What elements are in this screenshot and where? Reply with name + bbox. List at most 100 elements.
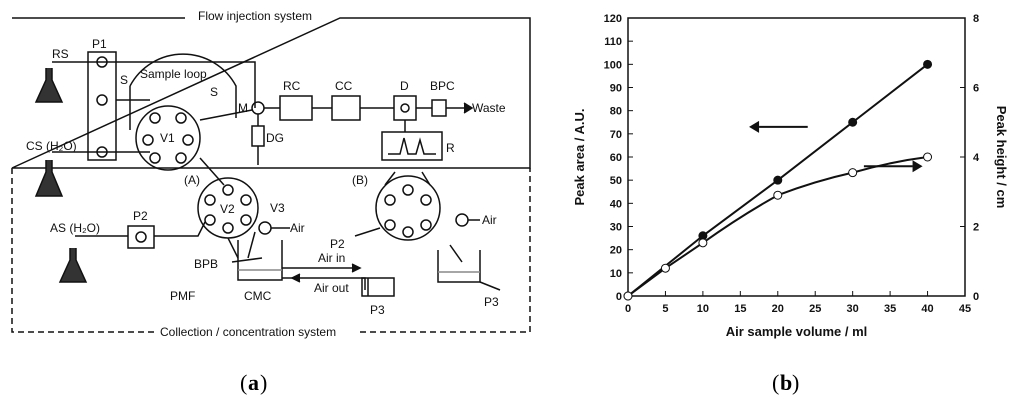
caption-b-letter: b (780, 370, 792, 395)
x-tick-label: 5 (662, 303, 668, 315)
y2-axis-label: Peak height / cm (994, 106, 1009, 209)
label-v1: V1 (160, 131, 175, 145)
label-bpc: BPC (430, 79, 455, 93)
y2-tick-label: 2 (973, 222, 979, 234)
flask-cs (34, 160, 64, 197)
y-tick-label: 40 (610, 198, 622, 210)
label-rc: RC (283, 79, 301, 93)
label-d: D (400, 79, 409, 93)
bpc (431, 99, 447, 117)
y-tick-label: 80 (610, 106, 622, 118)
peak-height-point (773, 190, 783, 200)
chart-marks (623, 59, 933, 301)
peak-area-point (848, 117, 858, 127)
y-tick-label: 90 (610, 83, 622, 95)
peak-area-point (773, 175, 783, 185)
y-tick-label: 0 (616, 291, 622, 303)
label-pmf: PMF (170, 289, 195, 303)
label-cmc: CMC (244, 289, 272, 303)
label-cs: CS (H₂O) (26, 139, 77, 153)
valve-b (375, 175, 441, 241)
y2-tick-label: 6 (973, 83, 979, 95)
y-tick-label: 30 (610, 222, 622, 234)
y-tick-label: 120 (604, 13, 622, 25)
label-p2-right: P2 (330, 237, 345, 251)
label-bpb: BPB (194, 257, 218, 271)
x-tick-label: 30 (847, 303, 859, 315)
x-tick-label: 20 (772, 303, 784, 315)
x-tick-label: 15 (734, 303, 746, 315)
mixer-m (251, 101, 265, 115)
label-waste: Waste (472, 101, 506, 115)
arrow-left-head (749, 120, 760, 133)
degasser-dg (251, 125, 265, 147)
rc-coil (279, 95, 313, 121)
x-axis-label: Air sample volume / ml (726, 324, 868, 339)
flow-injection-diagram: Flow injection system Collection / conce… (11, 9, 531, 395)
label-air-out: Air out (314, 281, 349, 295)
label-s-left: S (120, 73, 128, 87)
x-tick-label: 40 (921, 303, 933, 315)
label-dg: DG (266, 131, 284, 145)
x-tick-label: 45 (959, 303, 971, 315)
recorder-r (381, 131, 443, 161)
caption-a-letter: a (248, 370, 259, 395)
label-s-right: S (210, 85, 218, 99)
label-p2-left: P2 (133, 209, 148, 223)
y-tick-label: 20 (610, 245, 622, 257)
label-cc: CC (335, 79, 353, 93)
label-v3: V3 (270, 201, 285, 215)
label-v2: V2 (220, 202, 235, 216)
label-collection-system: Collection / concentration system (160, 325, 336, 339)
label-p3-mid: P3 (370, 303, 385, 317)
collection-box (11, 168, 531, 333)
p2-pump-left (127, 225, 155, 249)
peak-height-point (848, 168, 858, 178)
peak-height-point (660, 263, 670, 273)
v1-valve (135, 105, 201, 171)
peak-height-point (623, 291, 633, 301)
p3-pump-mid (361, 277, 395, 297)
label-air-2: Air (482, 213, 497, 227)
label-p3-right: P3 (484, 295, 499, 309)
p1-pump (87, 51, 117, 161)
caption-b-close: ) (792, 370, 799, 395)
arrow-right-head (912, 160, 923, 173)
peak-height-point (923, 152, 933, 162)
detector-d (393, 95, 417, 121)
label-m: M (238, 101, 248, 115)
label-rs: RS (52, 47, 69, 61)
label-as: AS (H₂O) (50, 221, 100, 235)
y-tick-label: 100 (604, 59, 622, 71)
x-tick-label: 10 (697, 303, 709, 315)
caption-a-close: ) (260, 370, 267, 395)
label-air-1: Air (290, 221, 305, 235)
y-tick-label: 110 (604, 36, 622, 48)
y-tick-label: 50 (610, 175, 622, 187)
y-tick-label: 10 (610, 268, 622, 280)
label-sample-loop: Sample loop (140, 67, 207, 81)
y-tick-label: 70 (610, 129, 622, 141)
flask-rs (34, 68, 64, 103)
x-tick-label: 0 (625, 303, 631, 315)
v3-valve (258, 221, 272, 235)
cc-coil (331, 95, 361, 121)
label-flow-injection-system: Flow injection system (198, 9, 312, 23)
label-a: (A) (184, 173, 200, 187)
y2-tick-label: 4 (973, 152, 980, 164)
caption-b-open: ( (772, 370, 779, 395)
label-p1: P1 (92, 37, 107, 51)
y-tick-label: 60 (610, 152, 622, 164)
label-b: (B) (352, 173, 368, 187)
x-tick-label: 35 (884, 303, 896, 315)
x-tick-label: 25 (809, 303, 821, 315)
y-axis-label: Peak area / A.U. (572, 108, 587, 205)
flask-as (58, 248, 88, 283)
caption-a-open: ( (240, 370, 247, 395)
y2-tick-label: 0 (973, 291, 979, 303)
y2-tick-label: 8 (973, 13, 979, 25)
label-air-in: Air in (318, 251, 345, 265)
label-r: R (446, 141, 455, 155)
